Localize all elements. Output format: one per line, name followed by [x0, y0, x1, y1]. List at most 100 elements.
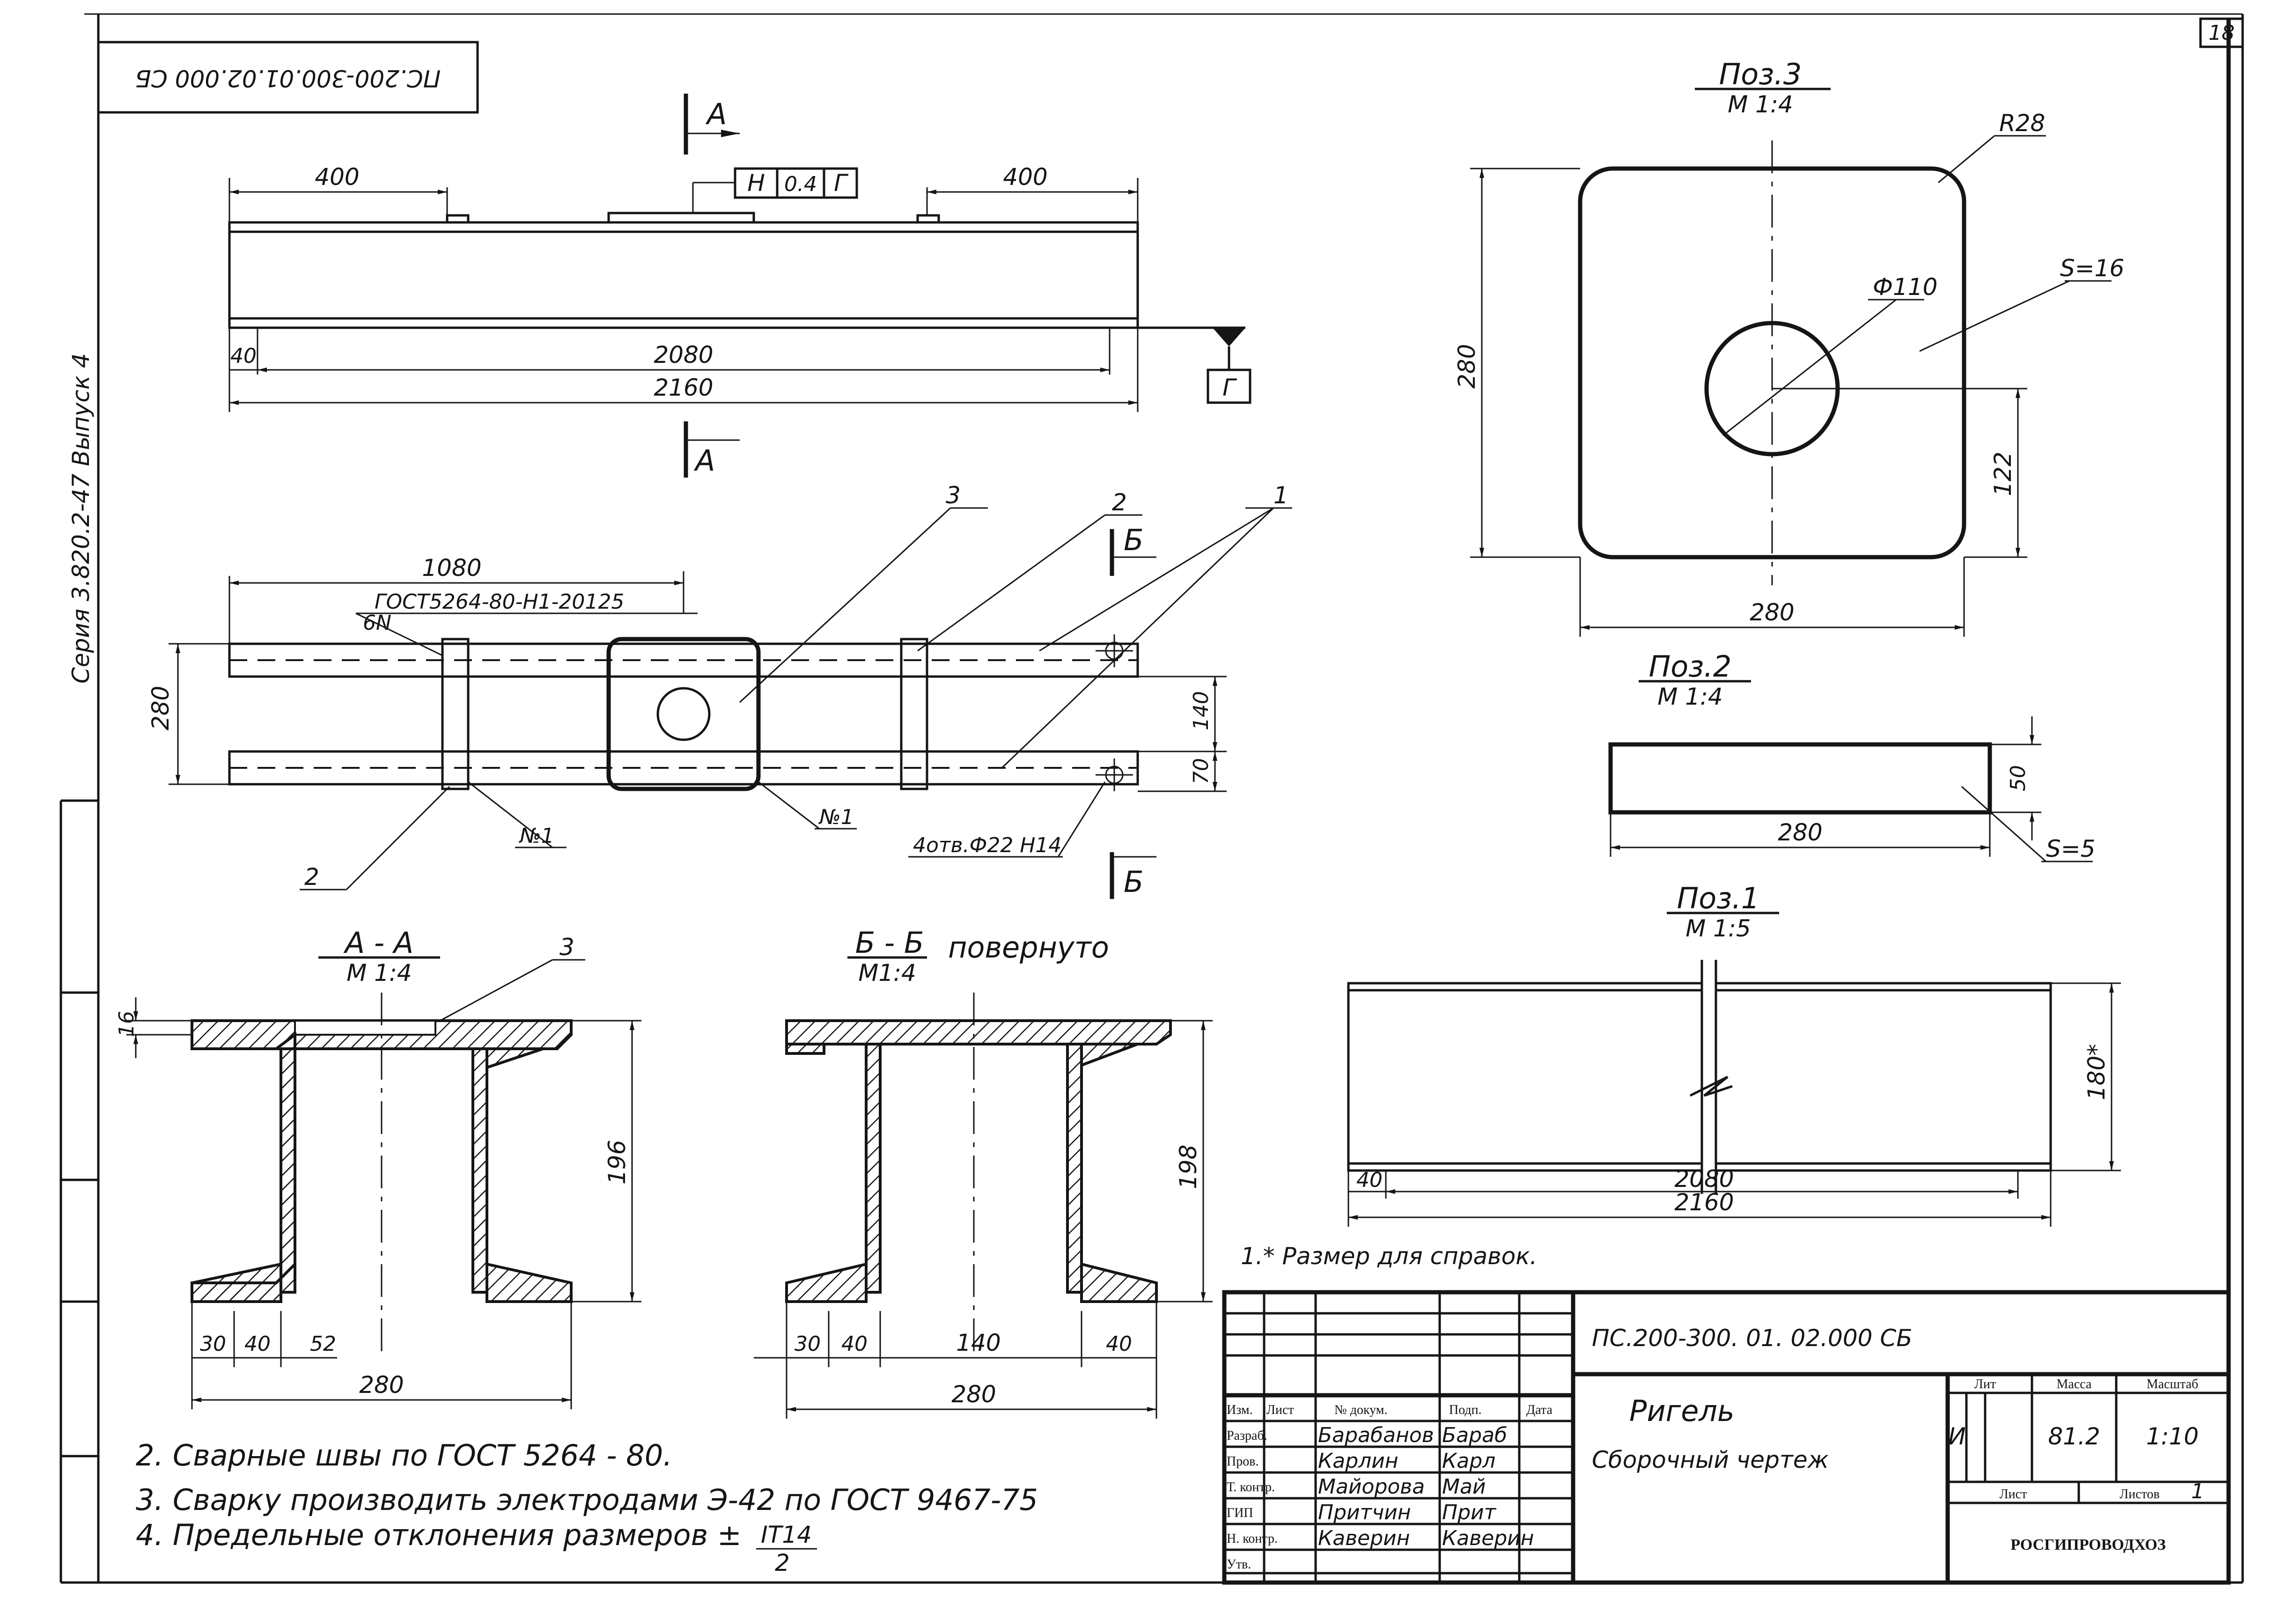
tb-head-listov: Листов — [2119, 1487, 2160, 1502]
dim-70: 70 — [1189, 758, 1213, 784]
pos1-scale: М 1:5 — [1685, 915, 1751, 942]
dim-400-left: 400 — [315, 163, 359, 191]
dim-280-side: 280 — [147, 686, 174, 730]
dim-2160-front: 2160 — [654, 374, 713, 401]
tb-mass-value: 81.2 — [2048, 1423, 2100, 1450]
note-1: 1.* Размер для справок. — [1241, 1243, 1537, 1270]
tb-name-line1: Ригель — [1629, 1394, 1735, 1428]
section-bb-dim-40b: 40 — [1106, 1332, 1132, 1356]
rotated-doc-code: ПС.200-300.01.02.000 СБ — [135, 65, 441, 92]
section-bb-rotated: повернуто — [948, 930, 1109, 964]
section-bb-dim-198: 198 — [1175, 1145, 1202, 1189]
section-a-bottom: А — [693, 443, 715, 478]
pos2-dim-280: 280 — [1778, 819, 1822, 846]
tb-role-0: Разраб. — [1227, 1428, 1267, 1443]
datum-g: Г — [1222, 374, 1237, 401]
pos2-dim-50: 50 — [2006, 765, 2030, 791]
pos2-title: Поз.2 — [1649, 649, 1732, 684]
pos3-hole: Ф110 — [1873, 273, 1937, 301]
section-bb-dim-30: 30 — [795, 1332, 821, 1356]
pos3-dim-280-v: 280 — [1453, 344, 1480, 389]
beam-top-view: Б Б 1080 ГОСТ5264-80-Н1-20125 6N — [147, 482, 1292, 899]
note-3: 3. Сварку производить электродами Э-42 п… — [136, 1483, 1038, 1517]
pos3-scale: М 1:4 — [1728, 91, 1793, 118]
section-aa-dim-16: 16 — [115, 1011, 139, 1037]
tb-sign-3: Прит — [1442, 1501, 1497, 1524]
pos1-dim-2160: 2160 — [1674, 1189, 1734, 1216]
title-block: Изм. Лист № докум. Подп. Дата Разраб. Ба… — [1222, 1290, 2231, 1585]
section-aa-pos: 3 — [559, 934, 574, 961]
pos1-dim-180: 180* — [2083, 1044, 2110, 1100]
tb-head-lit: Лит — [1974, 1377, 1996, 1391]
tb-head-izm: Изм. — [1227, 1403, 1253, 1417]
dim-1080: 1080 — [422, 554, 481, 582]
tb-head-list: Лист — [1266, 1403, 1294, 1417]
pos-2-bottom: 2 — [304, 863, 319, 891]
weld-n1-right: №1 — [818, 805, 854, 829]
tolerance-g: Г — [834, 169, 849, 197]
tb-role-2: Т. контр. — [1227, 1480, 1275, 1495]
section-bb-dim-140: 140 — [956, 1329, 1001, 1356]
notes: 1.* Размер для справок. 2. Сварные швы п… — [136, 1243, 1537, 1576]
pos3-dim-280-h: 280 — [1750, 599, 1794, 626]
pos3-radius: R28 — [1999, 110, 2045, 137]
sheet-frame: 18 — [59, 13, 2244, 1584]
tb-name-1: Карлин — [1318, 1449, 1398, 1473]
tb-name-3: Притчин — [1318, 1501, 1411, 1524]
section-aa-dim-280: 280 — [359, 1371, 404, 1399]
note-4-frac-den: 2 — [775, 1549, 790, 1576]
tb-sign-4: Каверин — [1442, 1526, 1534, 1550]
section-aa-dim-196: 196 — [603, 1140, 631, 1185]
tb-name-line2: Сборочный чертеж — [1592, 1446, 1829, 1473]
tolerance-h: Н — [747, 169, 765, 197]
pos2-scale: М 1:4 — [1657, 683, 1723, 710]
section-b-bottom: Б — [1124, 865, 1144, 899]
weld-n1-left: №1 — [518, 824, 554, 848]
pos-1-top: 1 — [1273, 482, 1288, 509]
section-bb-title: Б - Б — [855, 926, 924, 960]
series-label: Серия 3.820.2-47 Выпуск 4 — [67, 353, 95, 684]
tb-head-list2: Лист — [2000, 1487, 2027, 1502]
dim-140: 140 — [1189, 691, 1213, 730]
pos3-view: Поз.3 М 1:4 Ф110 R28 S=16 280 280 122 — [1453, 57, 2124, 637]
pos1-dim-2080: 2080 — [1674, 1165, 1734, 1193]
pos3-dim-122: 122 — [1989, 452, 2016, 496]
pos3-title: Поз.3 — [1719, 57, 1802, 91]
section-b-top: Б — [1124, 523, 1144, 557]
tb-role-3: ГИП — [1227, 1506, 1253, 1520]
tb-head-podp: Подп. — [1449, 1403, 1482, 1417]
tb-name-4: Каверин — [1318, 1526, 1410, 1550]
dim-400-right: 400 — [1003, 163, 1047, 191]
section-bb-scale: М1:4 — [858, 959, 916, 987]
pos-3-top: 3 — [946, 482, 961, 509]
tb-name-0: Барабанов — [1318, 1423, 1434, 1447]
tb-head-data: Дата — [1526, 1403, 1553, 1417]
holes-note: 4отв.Ф22 Н14 — [913, 833, 1061, 857]
tb-role-5: Утв. — [1227, 1557, 1251, 1572]
tb-head-ndoc: № докум. — [1334, 1403, 1388, 1417]
beam-front-view: А А Н 0.4 Г 400 400 Г — [228, 94, 1251, 478]
tb-head-massa: Масса — [2057, 1377, 2092, 1391]
pos2-view: Поз.2 М 1:4 50 280 S=5 — [1608, 649, 2095, 862]
tb-role-1: Пров. — [1227, 1454, 1258, 1469]
tb-lit-value: И — [1948, 1423, 1965, 1450]
section-a-top: А — [705, 97, 727, 131]
tb-head-masshtab: Масштаб — [2147, 1377, 2199, 1391]
pos2-thickness: S=5 — [2046, 835, 2095, 862]
section-bb-dim-40a: 40 — [841, 1332, 868, 1356]
pos1-title: Поз.1 — [1677, 881, 1760, 915]
section-aa-title: А - А — [343, 926, 414, 960]
tb-sheets-value: 1 — [2191, 1480, 2204, 1503]
note-4-frac-num: IT14 — [761, 1521, 812, 1548]
section-bb: Б - Б М1:4 повернуто 198 30 40 140 40 28… — [754, 926, 1213, 1419]
tolerance-value: 0.4 — [784, 172, 817, 196]
section-aa-dim-52: 52 — [310, 1332, 336, 1356]
section-aa: А - А М 1:4 3 16 196 30 40 52 — [115, 926, 641, 1409]
tb-role-4: Н. контр. — [1227, 1531, 1278, 1546]
note-4: 4. Предельные отклонения размеров ± — [136, 1518, 742, 1552]
tb-doc-code: ПС.200-300. 01. 02.000 СБ — [1592, 1325, 1913, 1352]
dim-40-front: 40 — [230, 344, 257, 368]
tb-sign-1: Карл — [1442, 1449, 1495, 1473]
